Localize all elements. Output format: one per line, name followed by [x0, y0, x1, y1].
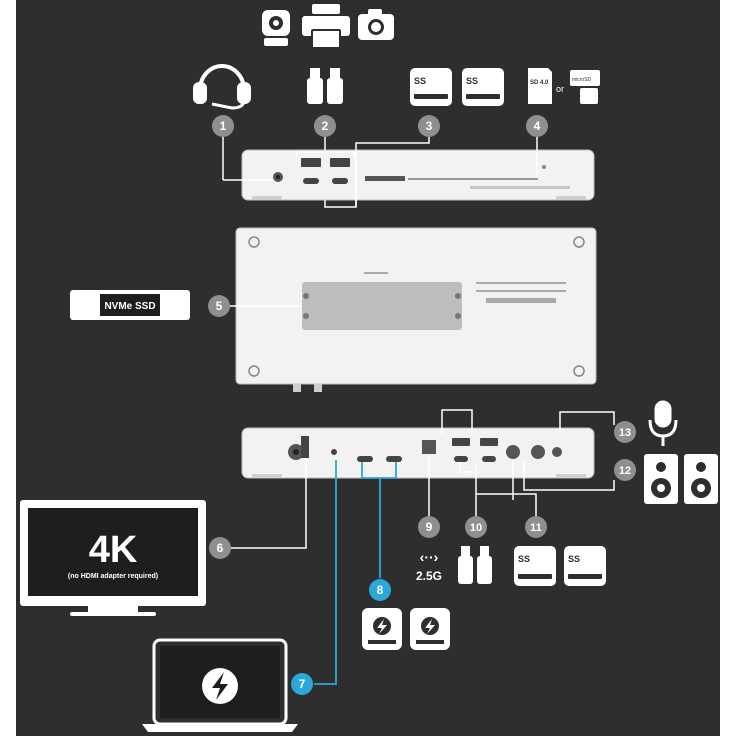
microphone-icon [648, 400, 678, 446]
callout-3: 3 [418, 115, 440, 137]
callout-13: 13 [614, 421, 636, 443]
ethernet-icon: ‹··› 2.5G [416, 549, 442, 583]
callout-2-number: 2 [322, 119, 329, 133]
speaker-icon [644, 454, 718, 504]
microsd-label: microSD [572, 77, 592, 83]
headset-icon [193, 64, 251, 110]
callout-12: 12 [614, 459, 636, 481]
nvme-label: NVMe SSD [104, 301, 155, 312]
sd-label: SD 4.0 [530, 80, 549, 86]
dock-rear-view [241, 427, 595, 479]
callout-4-number: 4 [534, 119, 541, 133]
callout-1-number: 1 [220, 119, 227, 133]
thunderbolt-leader-lines [314, 460, 397, 685]
callout-10: 10 [465, 516, 487, 538]
callout-13-number: 13 [619, 427, 631, 439]
sd-card-icon: SD 4.0 or microSD [528, 68, 600, 104]
ss-label: SS [518, 554, 530, 564]
speed-label: 2.5G [416, 569, 442, 583]
callout-2: 2 [314, 115, 336, 137]
callout-11-number: 11 [530, 522, 542, 534]
laptop-thunderbolt-icon [142, 638, 298, 732]
callout-8-number: 8 [377, 583, 384, 597]
rear-leader-lines [231, 409, 615, 549]
callout-5-number: 5 [216, 299, 223, 313]
thunderbolt-drive-icon [362, 608, 450, 650]
callout-1: 1 [212, 115, 234, 137]
monitor-icon: 4K (no HDMI adapter required) [20, 500, 206, 616]
callout-7-number: 7 [299, 677, 306, 691]
callout-6: 6 [209, 537, 231, 559]
nvme-ssd-icon: NVMe SSD [70, 290, 190, 320]
webcam-icon [262, 10, 290, 46]
dock-bottom-view [235, 227, 597, 392]
callout-9: 9 [418, 516, 440, 538]
printer-icon [302, 4, 350, 49]
svg-text:‹··›: ‹··› [420, 549, 439, 565]
callout-4: 4 [526, 115, 548, 137]
ss-label: SS [466, 76, 478, 86]
callout-10-number: 10 [470, 522, 482, 534]
usb-flash-drive-icon [458, 546, 492, 584]
usb-flash-drive-icon [307, 68, 343, 104]
monitor-subtitle: (no HDMI adapter required) [68, 573, 158, 580]
callout-9-number: 9 [426, 520, 433, 534]
dock-front-view [241, 149, 595, 201]
callout-8: 8 [369, 579, 391, 601]
ss-label: SS [414, 76, 426, 86]
ss-label: SS [568, 554, 580, 564]
callout-11: 11 [525, 516, 547, 538]
monitor-title: 4K [89, 529, 138, 571]
front-leader-lines [222, 137, 538, 208]
or-label: or [556, 84, 564, 94]
callout-12-number: 12 [619, 465, 631, 477]
usb-ssd-icon: SS SS [514, 546, 606, 586]
callout-5: 5 [208, 295, 230, 317]
usb-ssd-icon: SS SS [410, 68, 504, 106]
callout-7: 7 [291, 673, 313, 695]
callout-6-number: 6 [217, 541, 224, 555]
callout-3-number: 3 [426, 119, 433, 133]
camera-icon [358, 9, 394, 40]
